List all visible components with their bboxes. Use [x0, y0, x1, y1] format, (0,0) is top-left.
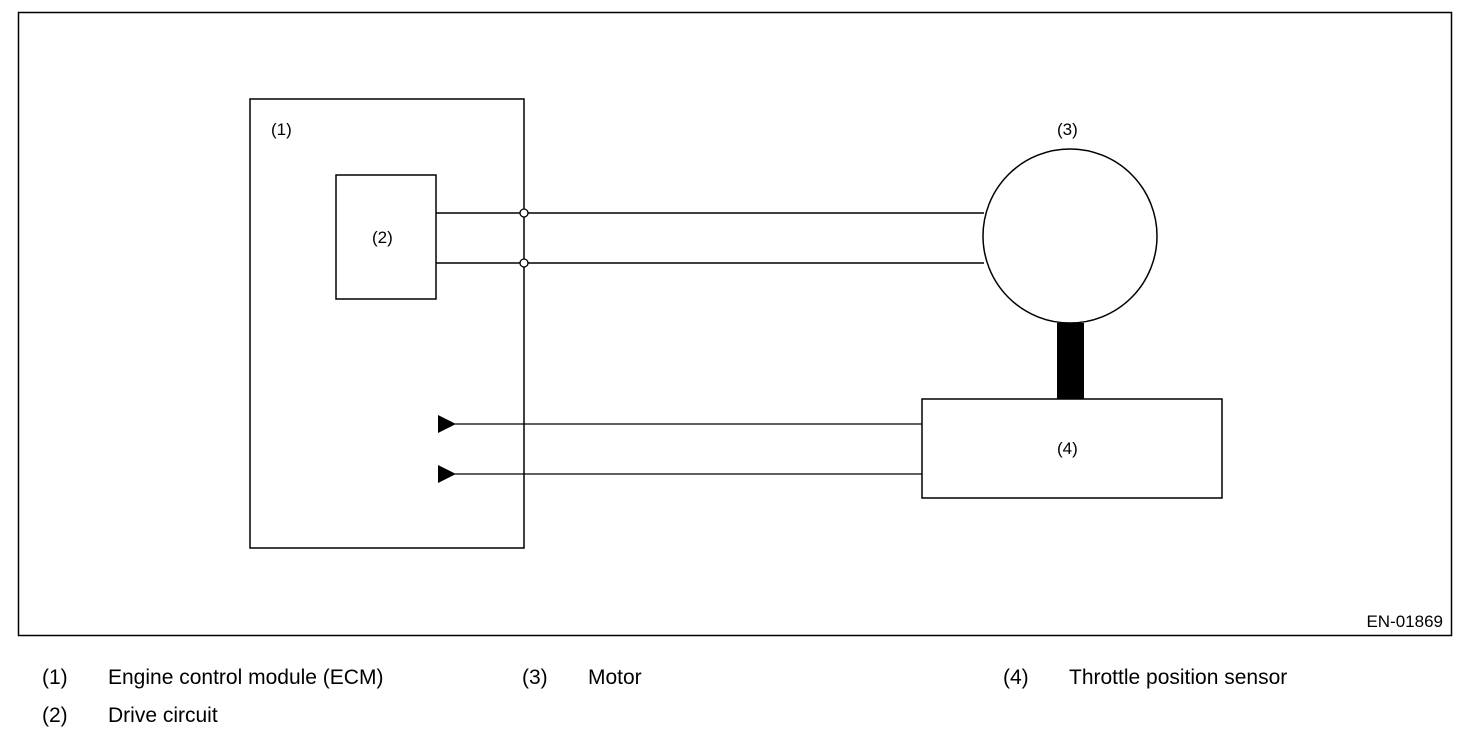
figure-frame: [17, 11, 1453, 637]
legend-text: Throttle position sensor: [1069, 666, 1288, 689]
motor-circle: [982, 148, 1158, 324]
figure-id: EN-01869: [1366, 612, 1443, 631]
ecm-box: [249, 98, 525, 549]
throttle-sensor-callout: (4): [1057, 439, 1078, 458]
legend-text: Motor: [588, 666, 642, 689]
drive-circuit-callout: (2): [372, 228, 393, 247]
legend-number: (2): [42, 704, 68, 727]
legend-number: (1): [42, 666, 68, 689]
legend-number: (4): [1003, 666, 1029, 689]
terminal-lower: [519, 258, 529, 268]
throttle-sensor-box: [921, 398, 1223, 499]
motor-callout: (3): [1057, 120, 1078, 139]
motor-shaft: [1057, 323, 1084, 399]
legend-text: Engine control module (ECM): [108, 666, 384, 689]
drive-circuit-box: [335, 174, 437, 300]
terminal-upper: [519, 208, 529, 218]
ecm-callout: (1): [271, 120, 292, 139]
legend-number: (3): [522, 666, 548, 689]
legend-text: Drive circuit: [108, 704, 218, 727]
